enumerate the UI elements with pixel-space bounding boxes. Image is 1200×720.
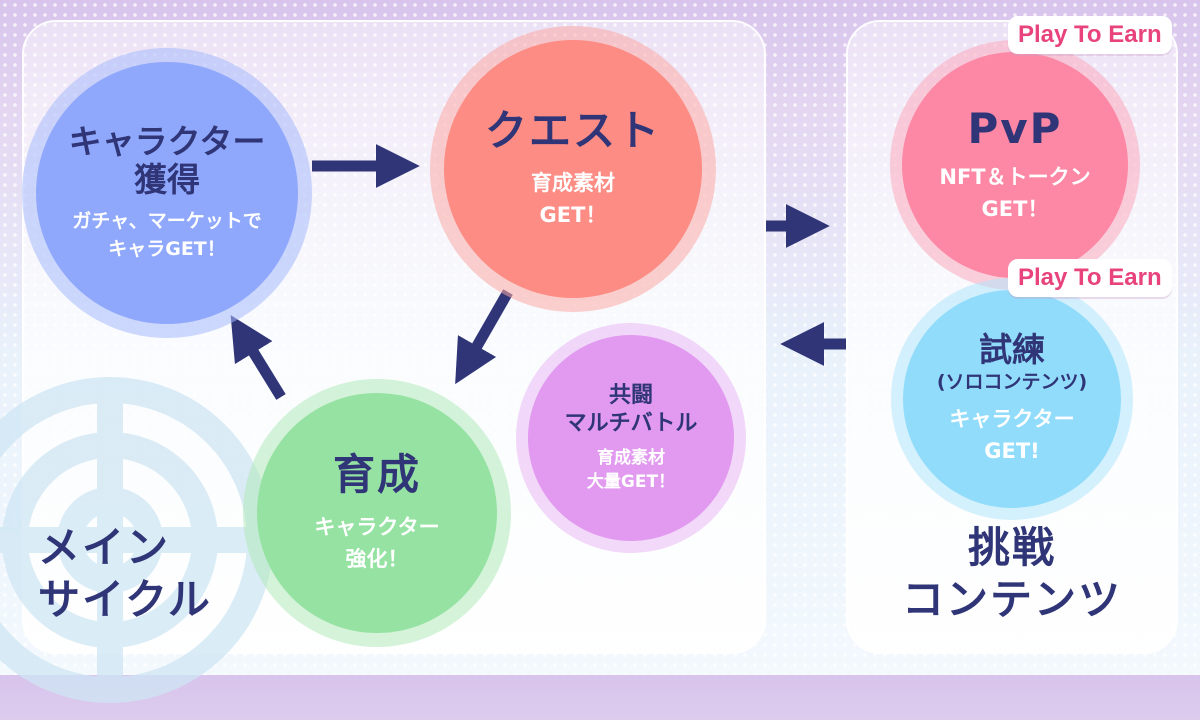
training-desc-line2: GET! bbox=[984, 439, 1040, 463]
growth-desc-line1: キャラクター bbox=[314, 515, 440, 539]
training-title: 試練 bbox=[979, 330, 1045, 369]
coop-multi-battle-circle: 共闘 マルチバトル 育成素材 大量GET！ bbox=[528, 335, 734, 541]
main-cycle-label: メイン サイクル bbox=[38, 522, 212, 626]
coop-desc-line2: 大量GET！ bbox=[586, 472, 676, 492]
quest-title: クエスト bbox=[484, 106, 661, 155]
main-cycle-label-line1: メイン bbox=[38, 523, 171, 572]
character-acquisition-circle: キャラクター 獲得 ガチャ、マーケットで キャラGET！ bbox=[36, 62, 298, 324]
quest-desc-line2: GET！ bbox=[539, 203, 607, 227]
training-subtitle: (ソロコンテンツ) bbox=[936, 371, 1088, 393]
character-desc-line1: ガチャ、マーケットで bbox=[72, 210, 262, 232]
character-desc-line2: キャラGET！ bbox=[108, 238, 226, 260]
growth-desc-line2: 強化！ bbox=[345, 547, 409, 571]
training-desc-line1: キャラクター bbox=[949, 407, 1075, 431]
play-to-earn-badge: Play To Earn bbox=[1008, 16, 1172, 54]
character-title-line1: キャラクター bbox=[68, 122, 266, 161]
quest-desc-line1: 育成素材 bbox=[531, 171, 615, 195]
pvp-desc-line2: GET！ bbox=[981, 197, 1049, 221]
growth-circle: 育成 キャラクター 強化！ bbox=[257, 393, 497, 633]
coop-title-line1: 共闘 bbox=[608, 383, 653, 408]
challenge-label-line1: 挑戦 bbox=[967, 523, 1056, 572]
main-cycle-label-line2: サイクル bbox=[38, 575, 212, 624]
pvp-circle: PvP NFT＆トークン GET！ bbox=[902, 52, 1128, 278]
arrow-icon bbox=[455, 289, 513, 385]
pvp-desc-line1: NFT＆トークン bbox=[939, 165, 1091, 189]
quest-circle: クエスト 育成素材 GET！ bbox=[444, 40, 702, 298]
arrow-icon bbox=[230, 315, 286, 400]
growth-title: 育成 bbox=[332, 450, 421, 499]
character-title-line2: 獲得 bbox=[134, 160, 200, 199]
coop-title-line2: マルチバトル bbox=[564, 411, 698, 436]
training-circle: 試練 (ソロコンテンツ) キャラクター GET! bbox=[903, 290, 1121, 508]
coop-desc-line1: 育成素材 bbox=[597, 448, 665, 468]
pvp-title: PvP bbox=[967, 104, 1063, 153]
challenge-content-label: 挑戦 コンテンツ bbox=[846, 522, 1178, 626]
flow-arrows bbox=[230, 144, 846, 400]
challenge-label-line2: コンテンツ bbox=[901, 575, 1122, 624]
play-to-earn-badge: Play To Earn bbox=[1008, 259, 1172, 297]
